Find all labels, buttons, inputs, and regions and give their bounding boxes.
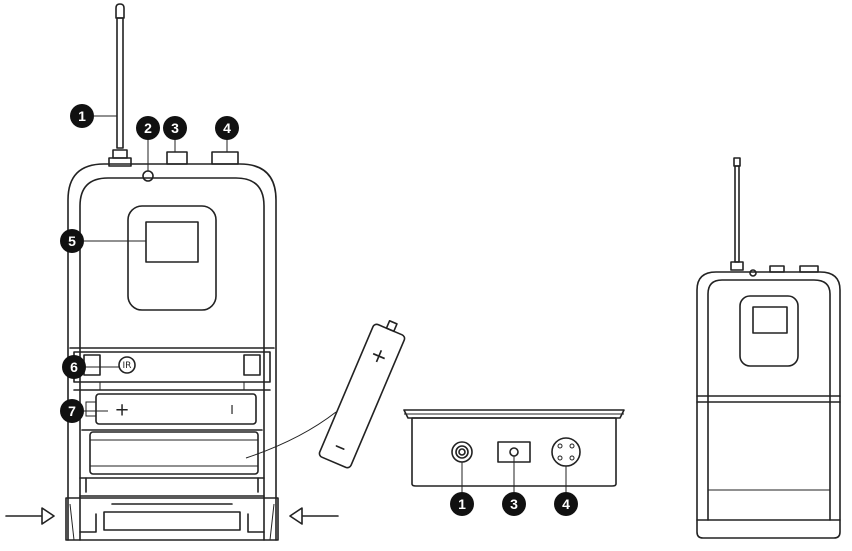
battery-slot-2 [89,431,259,475]
callout-5-display: 5 [60,229,84,253]
minus-mark: I [230,403,234,417]
callout-7-battery: 7 [60,399,84,423]
belt-clip [67,163,277,541]
bodypack-top-panel: 1 3 4 [403,409,625,516]
display-frame [127,205,217,311]
battery-insert-curve [245,411,337,459]
mute-led [142,170,154,182]
aa-battery: + [318,319,406,469]
plus-mark: + [114,400,129,421]
svg-text:1: 1 [78,108,86,124]
callout-1-antenna: 1 [70,104,94,128]
svg-text:7: 7 [68,403,76,419]
callout-3-jack: 3 [163,116,187,140]
battery-door [65,495,279,541]
bodypack-closed-front [696,157,841,539]
svg-text:2: 2 [144,120,152,136]
ir-label: IR [123,361,132,371]
xlr-jack-top [211,151,239,165]
svg-text:1: 1 [458,496,466,512]
svg-text:5: 5 [68,233,76,249]
callout-4-xlr: 4 [215,116,239,140]
svg-text:3: 3 [510,496,518,512]
battery-compartment [69,347,275,493]
svg-text:6: 6 [70,359,78,375]
antenna [108,3,132,167]
left-press-arrow [5,507,55,525]
bottom-callout-3: 3 [502,492,526,516]
bottom-callout-1: 1 [450,492,474,516]
svg-text:4: 4 [562,496,570,512]
bottom-callout-4: 4 [554,492,578,516]
callout-2-led: 2 [136,116,160,140]
xlr-socket [551,437,581,467]
callout-6-ir: 6 [62,355,86,379]
housing [79,177,265,541]
svg-text:3: 3 [171,120,179,136]
battery-plus-mark: + [367,341,392,370]
bodypack-open-front: IR + I + [5,3,406,541]
mini-jack-top [166,151,188,165]
antenna-socket [451,441,473,463]
svg-text:4: 4 [223,120,231,136]
right-press-arrow [289,507,339,525]
display-screen [145,221,199,263]
ir-window: IR [118,356,136,374]
